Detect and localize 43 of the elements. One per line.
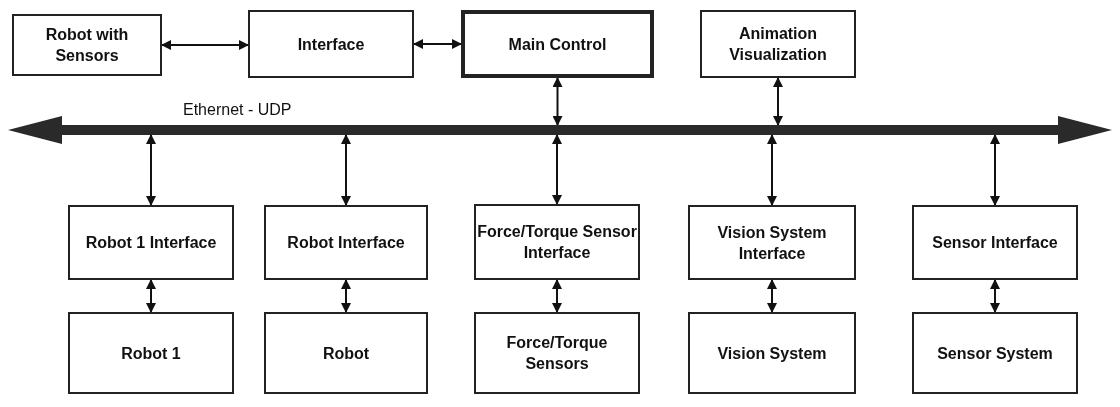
process-box bbox=[12, 14, 162, 76]
box-label: Robot Interface bbox=[287, 233, 405, 253]
double-arrow bbox=[552, 134, 562, 205]
box-label: Sensor System bbox=[937, 343, 1053, 364]
box-label: Vision System Interface bbox=[716, 222, 828, 264]
process-box bbox=[474, 204, 640, 280]
double-arrow bbox=[990, 134, 1000, 206]
process-box bbox=[264, 205, 428, 280]
double-arrow bbox=[767, 279, 777, 313]
box-label: Force/Torque Sensor Interface bbox=[476, 222, 638, 263]
process-box bbox=[688, 205, 856, 280]
box-label: Robot 1 bbox=[121, 343, 181, 364]
box-label: Force/Torque Sensors bbox=[505, 333, 609, 374]
box-label: Robot bbox=[322, 343, 370, 364]
process-box bbox=[248, 10, 414, 78]
box-label: Robot 1 Interface bbox=[85, 233, 217, 253]
double-arrow bbox=[767, 134, 777, 206]
double-arrow bbox=[990, 279, 1000, 313]
process-box bbox=[912, 312, 1078, 394]
double-arrow bbox=[161, 40, 249, 50]
process-box bbox=[264, 312, 428, 394]
double-arrow bbox=[341, 134, 351, 206]
box-label: Animation Visualization bbox=[728, 24, 828, 65]
bus-label: Ethernet - UDP bbox=[183, 101, 292, 119]
process-box bbox=[68, 205, 234, 280]
process-box bbox=[688, 312, 856, 394]
process-box bbox=[474, 312, 640, 394]
double-arrow bbox=[552, 279, 562, 313]
double-arrow bbox=[413, 39, 462, 49]
main-control-box bbox=[461, 10, 654, 78]
double-arrow bbox=[146, 279, 156, 313]
process-box bbox=[912, 205, 1078, 280]
process-box bbox=[68, 312, 234, 394]
box-label: Sensor Interface bbox=[932, 233, 1058, 253]
double-arrow bbox=[773, 77, 783, 126]
process-box bbox=[700, 10, 856, 78]
box-label: Main Control bbox=[508, 34, 607, 55]
box-label: Interface bbox=[297, 34, 365, 55]
box-label: Robot with Sensors bbox=[44, 25, 130, 66]
box-label: Vision System bbox=[717, 343, 827, 364]
double-arrow bbox=[552, 77, 563, 126]
double-arrow bbox=[146, 134, 156, 206]
double-arrow bbox=[341, 279, 351, 313]
